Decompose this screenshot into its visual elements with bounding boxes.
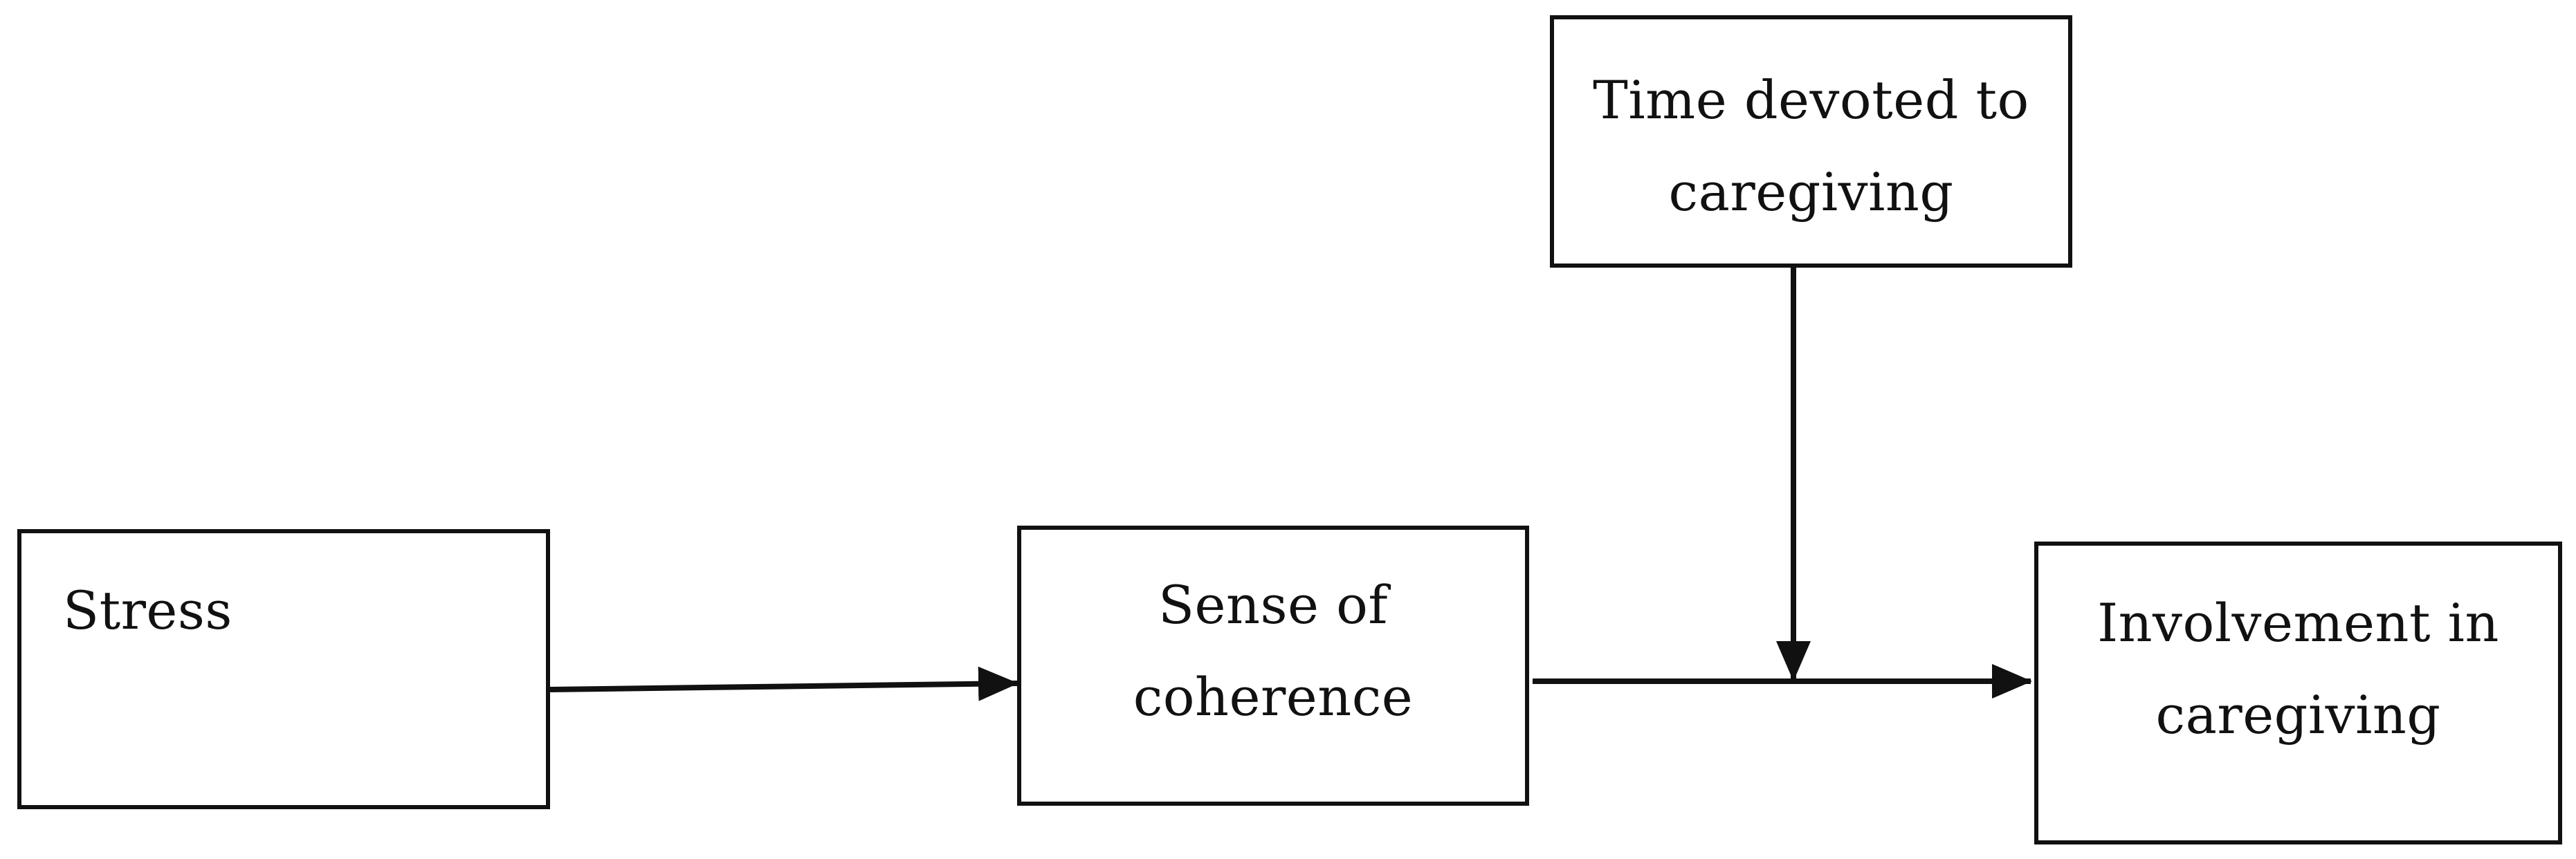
involvement-box: Involvement in caregiving [2034, 542, 2562, 844]
involvement-label: Involvement in caregiving [2097, 592, 2499, 746]
arrow-stress-to-coherence [549, 666, 1018, 701]
sense-of-coherence-label: Sense of coherence [1133, 574, 1414, 728]
sense-of-coherence-box: Sense of coherence [1017, 526, 1529, 806]
stress-label: Stress [63, 580, 232, 641]
stress-box: Stress [17, 529, 550, 809]
time-devoted-label: Time devoted to caregiving [1593, 69, 2029, 223]
time-devoted-box: Time devoted to caregiving [1550, 15, 2072, 268]
